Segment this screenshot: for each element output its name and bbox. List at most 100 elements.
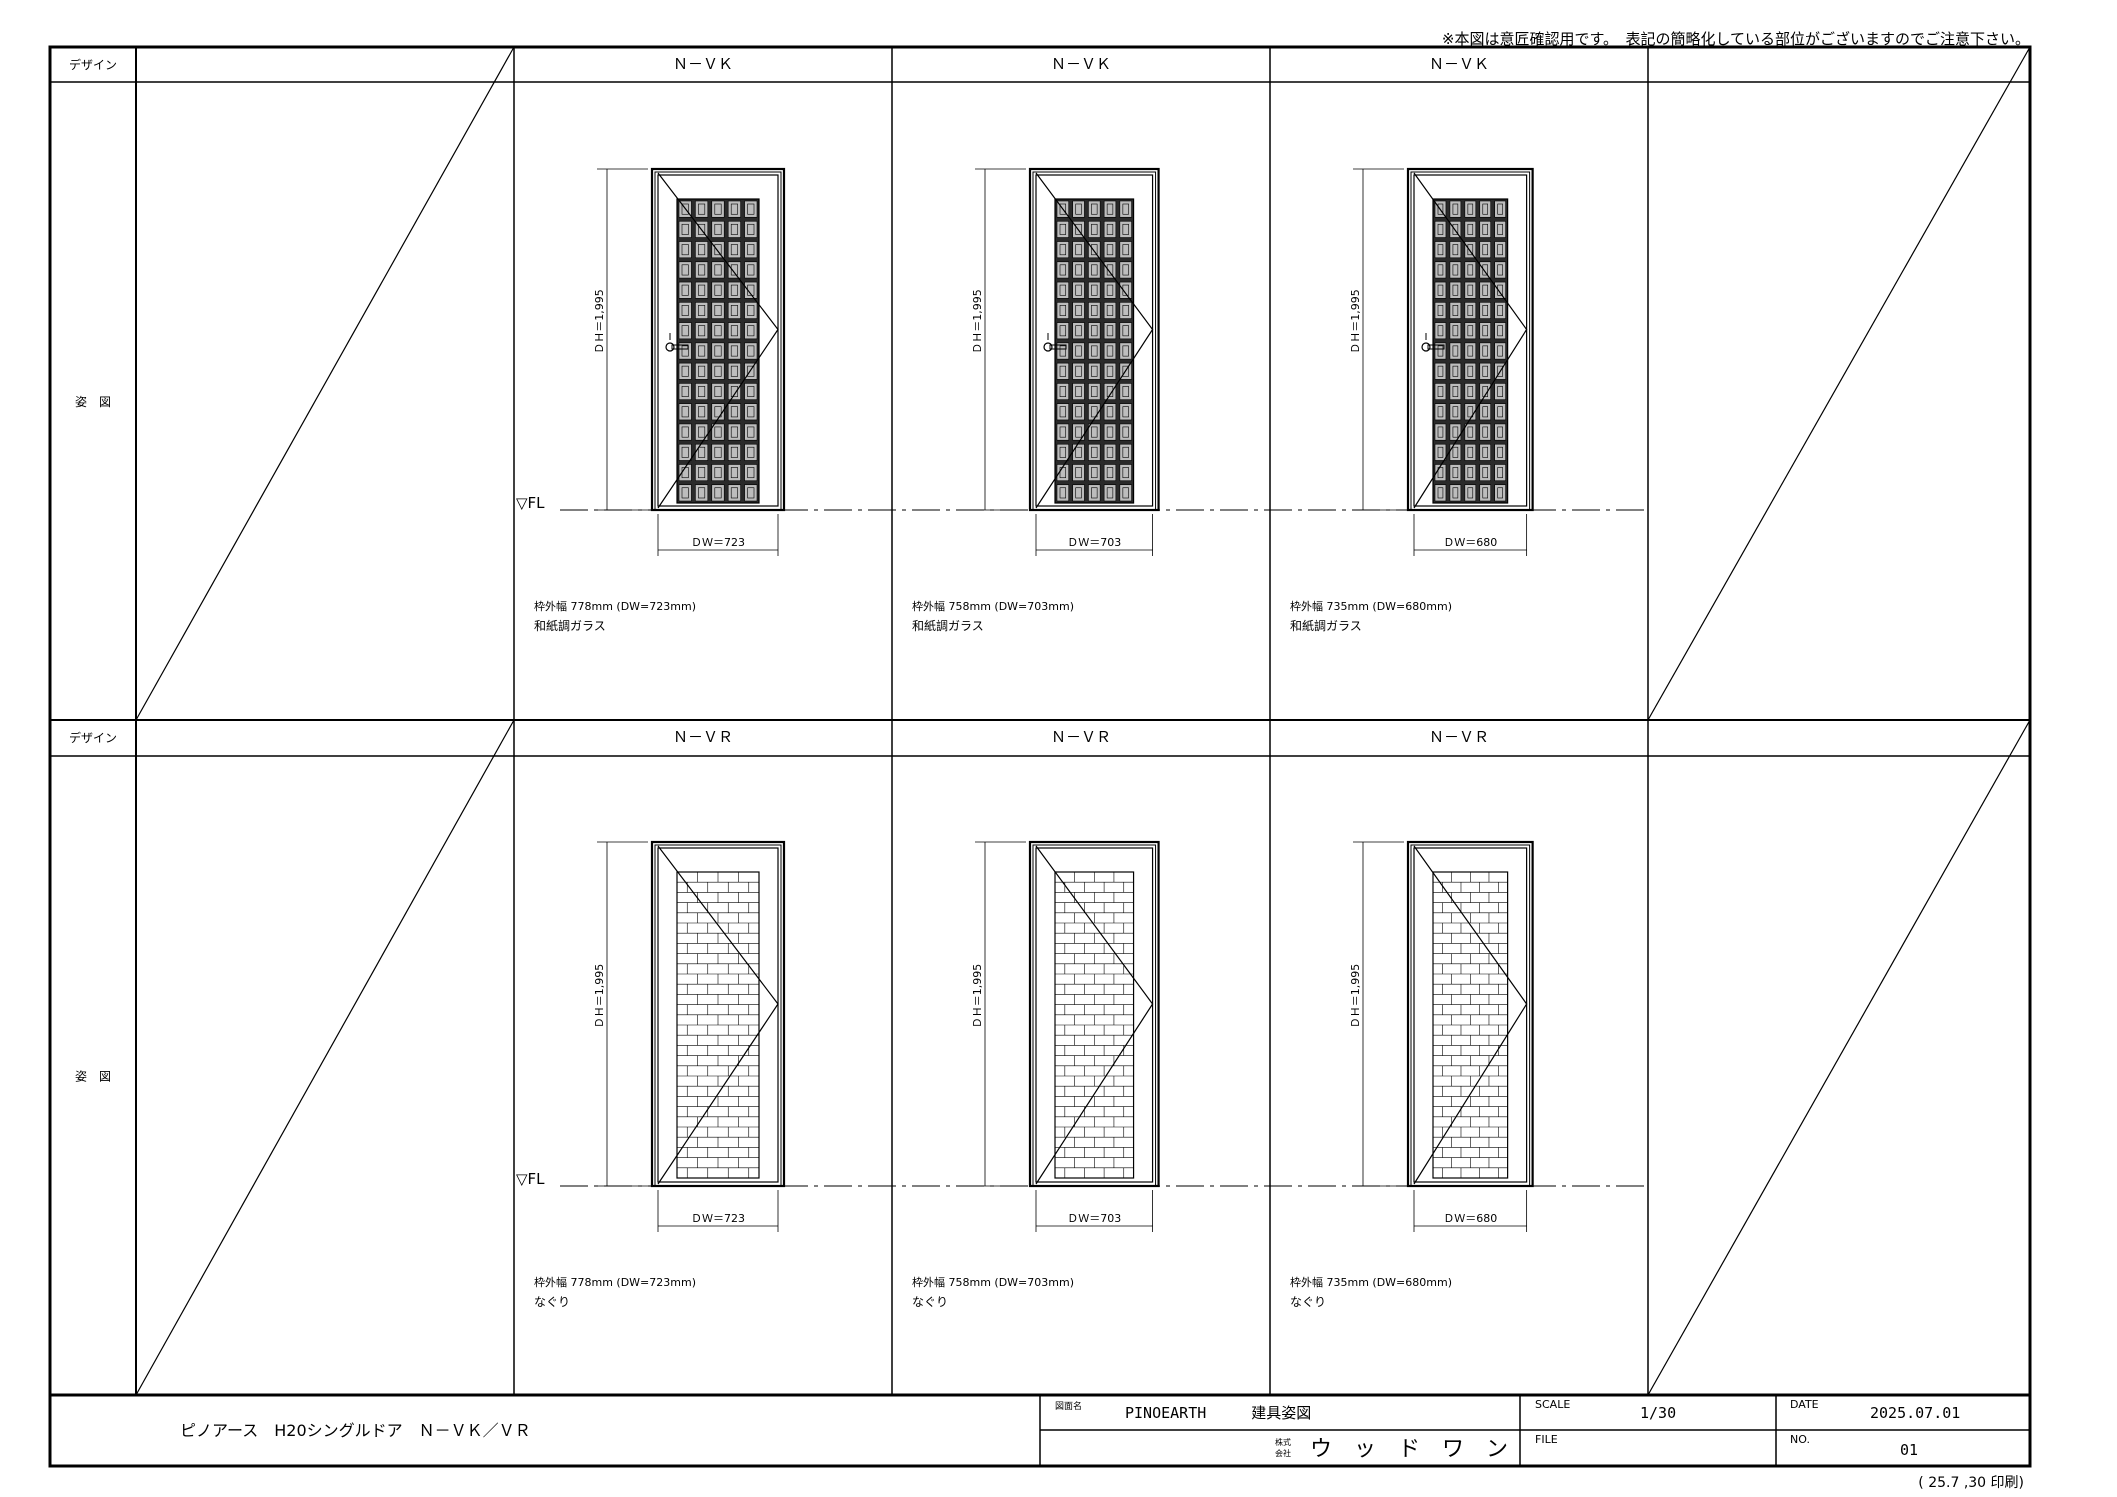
glass-block — [1464, 342, 1477, 360]
door-frame-inner — [1410, 844, 1531, 1187]
glass-block — [1119, 342, 1132, 360]
glass-block-pattern — [1482, 284, 1489, 296]
glass-block-pattern — [1122, 244, 1129, 256]
glass-block — [1479, 302, 1492, 319]
swing-indicator — [1413, 845, 1528, 1185]
glass-block — [1434, 464, 1447, 482]
glass-block-pattern — [1437, 284, 1444, 296]
glass-block-pattern — [1122, 223, 1129, 235]
glass-block — [1494, 423, 1506, 441]
glass-block — [1464, 241, 1477, 259]
glass-block — [1449, 302, 1462, 319]
glass-block-pattern — [747, 264, 755, 276]
glass-block-pattern — [1075, 264, 1082, 276]
glass-block-pattern — [698, 305, 706, 316]
glass-block-pattern — [1106, 284, 1114, 296]
glass-block-pattern — [1091, 284, 1098, 296]
glass-block — [678, 302, 692, 319]
glass-block — [1494, 443, 1506, 461]
glass-block-pattern — [698, 406, 706, 418]
glass-block — [1449, 322, 1462, 340]
glass-block — [744, 322, 758, 340]
glass-block — [1088, 443, 1101, 461]
empty-cell-diagonal — [1647, 46, 2031, 721]
glass-block — [1056, 464, 1070, 482]
glass-block-pattern — [1452, 386, 1459, 397]
glass-block — [1464, 423, 1477, 441]
glass-block-pattern — [681, 264, 689, 276]
frame-width-note: 枠外幅 735mm (DW=680mm) — [1290, 599, 1452, 613]
glass-block-pattern — [1482, 264, 1489, 276]
glass-block-pattern — [747, 325, 755, 337]
row-label-design: デザイン — [69, 730, 117, 745]
glass-block — [711, 261, 725, 279]
glass-block-pattern — [730, 406, 738, 418]
glass-block-pattern — [1452, 446, 1459, 458]
glass-block-pattern — [730, 487, 738, 499]
glass-block — [1494, 403, 1506, 421]
glass-block-pattern — [1482, 487, 1489, 499]
glass-block-pattern — [730, 264, 738, 276]
glass-block — [744, 484, 758, 502]
glass-block-pattern — [681, 325, 689, 337]
door-leaf — [1413, 847, 1528, 1183]
glass-block-pattern — [1437, 365, 1444, 377]
frame-width-note: 枠外幅 758mm (DW=703mm) — [912, 1275, 1074, 1289]
glass-block-pattern — [681, 203, 689, 215]
glass-block-pattern — [1122, 305, 1129, 316]
glass-block — [1464, 200, 1477, 218]
glass-block-pattern — [698, 284, 706, 296]
glass-block — [711, 200, 725, 218]
glass-block — [1056, 423, 1070, 441]
glass-block-pattern — [1059, 386, 1067, 397]
glass-block — [1464, 403, 1477, 421]
dw-dimension-label: ＤＷ＝703 — [1067, 536, 1121, 549]
glass-block — [678, 423, 692, 441]
glass-block-pattern — [1452, 264, 1459, 276]
glass-block-pattern — [747, 244, 755, 256]
glass-block-pattern — [1075, 487, 1082, 499]
door-leaf — [1413, 174, 1528, 507]
door-leaf — [657, 174, 779, 507]
swing-indicator — [1413, 172, 1528, 509]
date-value: 2025.07.01 — [1870, 1404, 1960, 1422]
glass-block — [1088, 241, 1101, 259]
glass-block — [1056, 261, 1070, 279]
glass-block-pattern — [1059, 264, 1067, 276]
glass-block — [695, 403, 709, 421]
glass-block — [1449, 443, 1462, 461]
glass-block-pattern — [681, 406, 689, 418]
glass-block-pattern — [1091, 305, 1098, 316]
glass-block — [1119, 261, 1132, 279]
glass-block-pattern — [1437, 406, 1444, 418]
glass-block — [744, 342, 758, 360]
glass-block — [1434, 484, 1447, 502]
glass-block-pattern — [1452, 345, 1459, 357]
glass-block — [1088, 342, 1101, 360]
glass-block — [1103, 484, 1117, 502]
glass-block — [1464, 443, 1477, 461]
glass-block-pattern — [1437, 467, 1444, 479]
dh-dimension-label: ＤＨ＝1,995 — [971, 964, 984, 1029]
glass-block-pattern — [1059, 203, 1067, 215]
glass-block-pattern — [1106, 325, 1114, 337]
glass-block — [1464, 302, 1477, 319]
glass-block — [1103, 241, 1117, 259]
glass-block-pattern — [714, 264, 722, 276]
glass-block — [1449, 464, 1462, 482]
glass-block — [678, 261, 692, 279]
door-handle-lever — [671, 344, 689, 350]
glass-block-pattern — [730, 305, 738, 316]
glass-block-pattern — [1091, 386, 1098, 397]
glass-block-pattern — [1075, 406, 1082, 418]
glass-block-pattern — [1467, 345, 1474, 357]
glass-block-pattern — [1091, 365, 1098, 377]
glass-block — [678, 484, 692, 502]
glass-block-pattern — [1106, 244, 1114, 256]
glass-block — [695, 241, 709, 259]
glass-block — [1056, 383, 1070, 400]
glass-block-pattern — [1452, 487, 1459, 499]
